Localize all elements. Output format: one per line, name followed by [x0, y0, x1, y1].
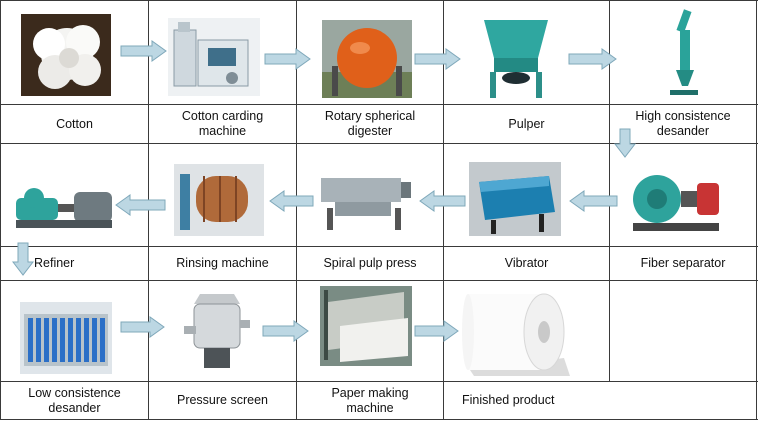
- grid-line: [756, 0, 757, 420]
- spiral-press-icon: [315, 170, 415, 232]
- step-label-pressure-screen: Pressure screen: [149, 382, 296, 419]
- flow-arrow-right: [120, 40, 168, 62]
- flow-arrow-right: [262, 320, 310, 342]
- paper-roll-icon: [460, 284, 574, 378]
- lc-desander-icon: [20, 302, 112, 374]
- pulper-icon: [472, 12, 560, 100]
- flow-arrow-right: [414, 320, 460, 342]
- flow-arrow-right: [568, 48, 618, 70]
- grid-line: [0, 280, 758, 281]
- step-label-lc-desander: Low consistence desander: [1, 382, 148, 419]
- flow-arrow-left: [268, 190, 314, 212]
- vibrator-icon: [469, 162, 561, 236]
- step-label-carding: Cotton carding machine: [149, 105, 296, 143]
- grid-line: [0, 143, 758, 144]
- cotton-boll-icon: [21, 14, 111, 96]
- grid-line: [0, 0, 758, 1]
- grid-line: [0, 0, 1, 420]
- step-label-finished-product: Finished product: [444, 382, 609, 419]
- step-label-cotton: Cotton: [1, 105, 148, 143]
- step-label-refiner: Refiner: [34, 247, 114, 280]
- flow-arrow-left: [418, 190, 466, 212]
- step-label-fiber-separator: Fiber separator: [610, 247, 756, 280]
- refiner-icon: [12, 168, 116, 230]
- step-label-paper-machine: Paper making machine: [297, 382, 443, 419]
- step-label-spiral-press: Spiral pulp press: [297, 247, 443, 280]
- fiber-separator-icon: [625, 165, 721, 235]
- step-label-pulper: Pulper: [444, 105, 609, 143]
- step-label-rinsing: Rinsing machine: [149, 247, 296, 280]
- flow-arrow-down: [12, 242, 34, 276]
- step-label-digester: Rotary spherical digester: [297, 105, 443, 143]
- pressure-screen-icon: [180, 290, 254, 376]
- flow-arrow-right: [264, 48, 312, 70]
- hc-desander-icon: [662, 6, 706, 100]
- flow-arrow-left: [114, 194, 166, 216]
- flow-arrow-down: [614, 128, 636, 158]
- flow-arrow-right: [120, 316, 166, 338]
- step-label-vibrator: Vibrator: [444, 247, 609, 280]
- flow-arrow-right: [414, 48, 462, 70]
- flow-arrow-left: [568, 190, 618, 212]
- rinsing-machine-icon: [174, 164, 264, 236]
- carding-machine-icon: [168, 18, 260, 96]
- grid-line: [0, 419, 758, 420]
- paper-machine-icon: [320, 286, 412, 366]
- spherical-digester-icon: [322, 20, 412, 98]
